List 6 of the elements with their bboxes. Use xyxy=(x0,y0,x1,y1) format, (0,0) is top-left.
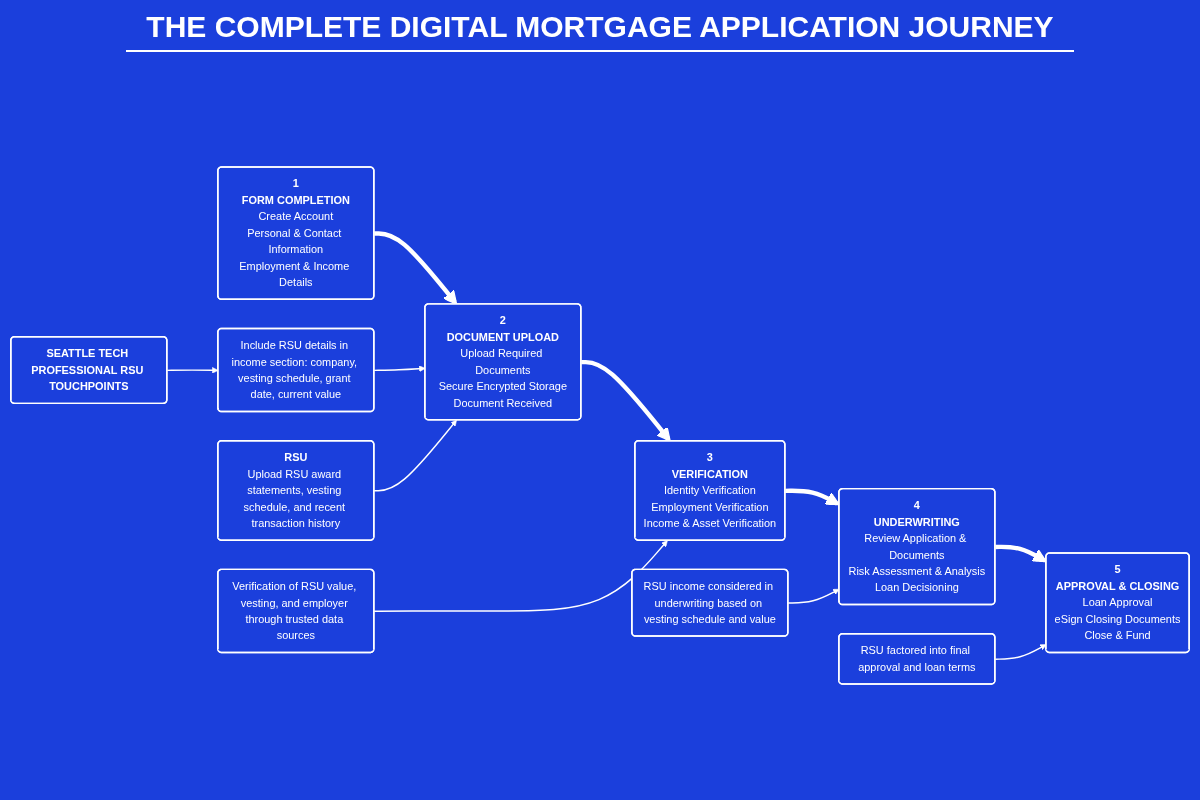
title: THE COMPLETE DIGITAL MORTGAGE APPLICATION JOURNEY xyxy=(126,10,1074,52)
arrow xyxy=(994,644,1047,660)
arrow xyxy=(373,419,457,492)
arrow xyxy=(374,231,458,305)
arrow xyxy=(581,359,671,442)
arrow xyxy=(373,540,668,612)
